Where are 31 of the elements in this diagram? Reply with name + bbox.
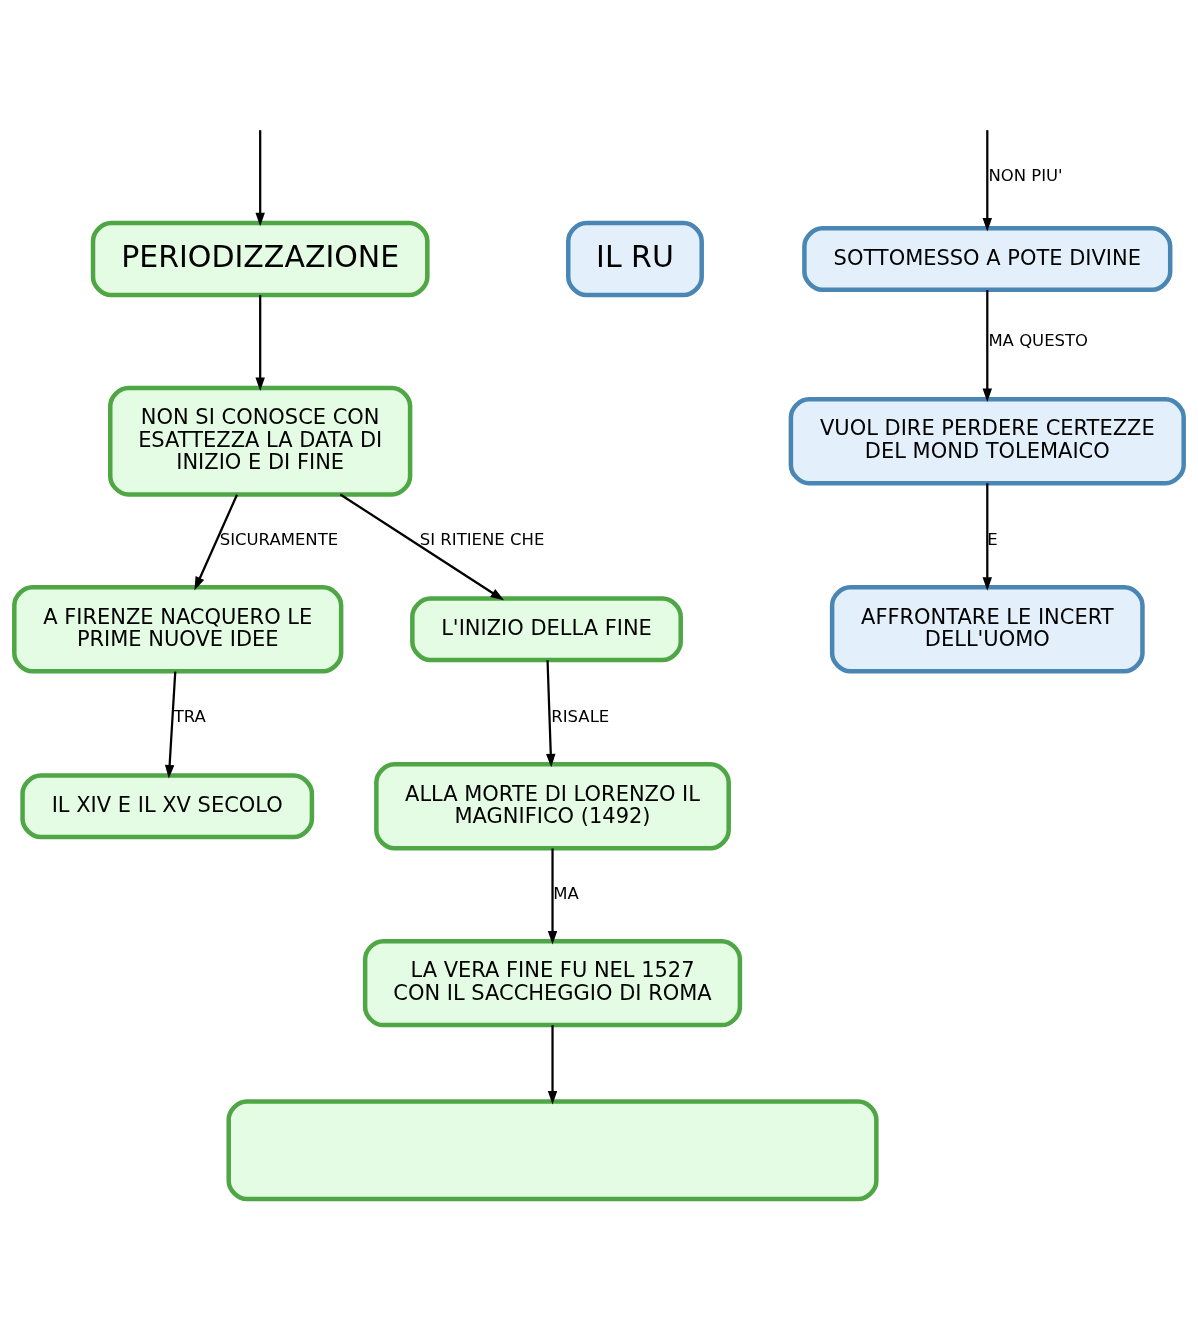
edge-label: SICURAMENTE: [219, 530, 339, 550]
node-box: NON SI CONOSCE CON ESATTEZZA LA DATA DI INIZIO E DI FINE: [108, 385, 413, 497]
arrow: [339, 493, 505, 601]
node-box: SOTTOMESSO A POTE DIVINE: [802, 226, 1173, 292]
arrow: [547, 848, 558, 945]
arrow: [194, 494, 238, 591]
node-box: LA VERA FINE FU NEL 1527 CON IL SACCHEGGIO DI ROMA: [362, 938, 743, 1028]
arrow: [255, 295, 265, 391]
edge-label: MA QUESTO: [988, 330, 1089, 350]
arrow: [255, 130, 265, 227]
node-box: L'INIZIO DELLA FINE: [410, 596, 683, 663]
node-box: ALLA MORTE DI LORENZO IL MAGNIFICO (1492): [374, 762, 731, 851]
node-box: AFFRONTARE LE INCERT DELL'UOMO: [829, 585, 1145, 674]
node-box: [226, 1099, 879, 1202]
node-box: IL RU: [566, 220, 704, 298]
edge-label: RISALE: [551, 706, 610, 726]
node-box: A FIRENZE NACQUERO LE PRIME NUOVE IDEE: [12, 585, 344, 674]
edge-label: MA: [553, 883, 579, 903]
arrow: [164, 671, 177, 779]
arrow: [546, 660, 556, 768]
arrow: [982, 483, 993, 591]
arrow: [982, 290, 993, 403]
arrow: [982, 130, 993, 232]
edge-label: TRA: [173, 706, 206, 726]
edge-label: SI RITIENE CHE: [419, 530, 545, 550]
node-box: PERIODIZZAZIONE: [90, 220, 430, 298]
node-box: IL XIV E IL XV SECOLO: [20, 773, 315, 840]
arrow: [547, 1025, 558, 1105]
edge-label: E: [987, 530, 998, 550]
edge-label: NON PIU': [988, 165, 1063, 185]
node-box: VUOL DIRE PERDERE CERTEZZE DEL MOND TOLEMAICO: [788, 396, 1186, 486]
